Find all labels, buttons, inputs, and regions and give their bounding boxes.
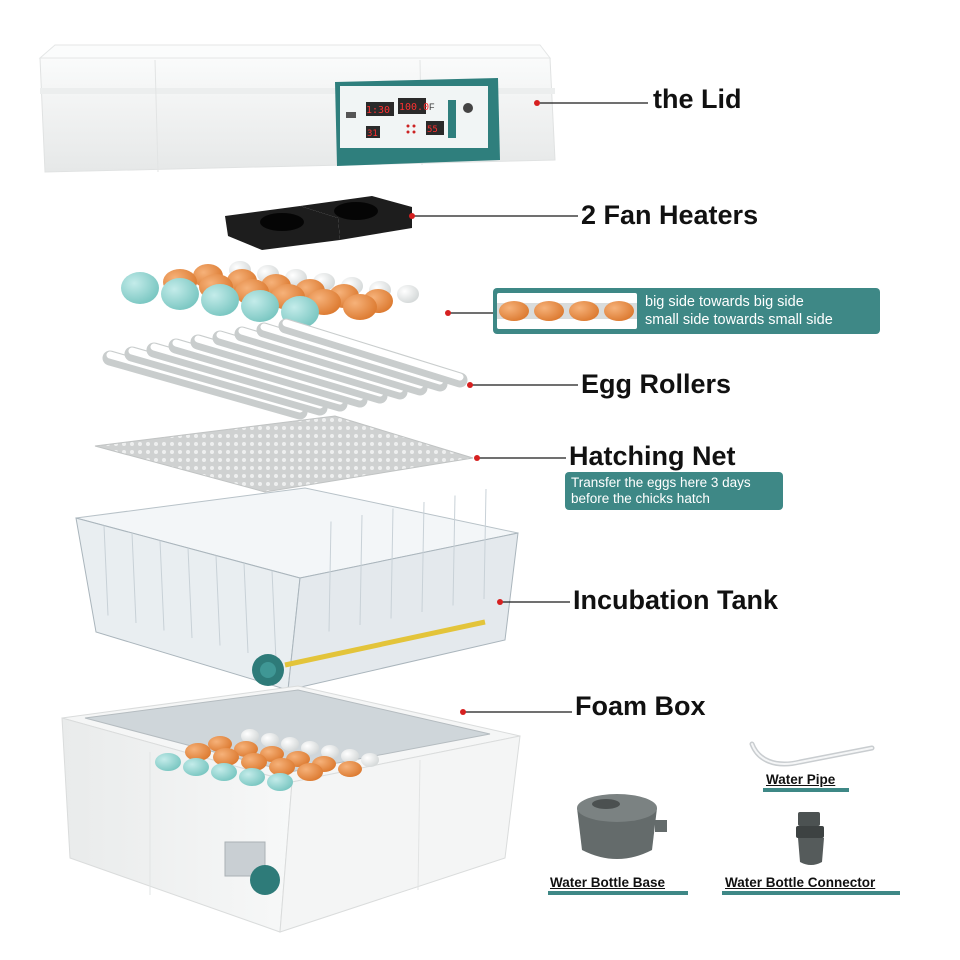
incubation-tank-illustration [75, 487, 519, 691]
egg [201, 284, 239, 316]
box-egg [211, 763, 237, 781]
water-bottle-base-illustration [577, 794, 667, 859]
egg [397, 285, 419, 303]
box-egg [338, 761, 362, 777]
box-egg [261, 733, 279, 747]
box-egg [297, 763, 323, 781]
tank-divider [103, 525, 109, 616]
lid-illustration: 1:30 100.0 F 31 55 [38, 44, 556, 173]
tank-divider [328, 521, 332, 632]
water-bottle-connector-underbar [722, 891, 900, 895]
box-egg [241, 729, 259, 743]
water-pipe-illustration [749, 741, 875, 767]
egg-orientation-line1: big side towards big side [645, 294, 804, 310]
egg-roller-highlight [282, 319, 464, 381]
tank-divider [483, 488, 487, 600]
tank-divider [243, 562, 249, 654]
egg [161, 278, 199, 310]
box-egg [241, 753, 267, 771]
water-bottle-base-underbar [548, 891, 688, 895]
fan-heaters-illustration [225, 196, 412, 250]
hatching-net-note-line2: before the chicks hatch [571, 491, 710, 506]
box-egg [185, 743, 211, 761]
water-pipe-underbar [763, 788, 849, 792]
egg-orientation-line2: small side towards small side [645, 312, 833, 328]
panel-display-3: 31 [367, 129, 378, 139]
control-panel [335, 78, 500, 166]
eggs-illustration [121, 261, 419, 328]
water-bottle-connector-illustration [796, 812, 824, 865]
box-egg [213, 748, 239, 766]
panel-display-2: 100.0 [399, 102, 429, 113]
egg [343, 294, 377, 320]
box-egg [321, 745, 339, 759]
box-egg [341, 749, 359, 763]
tank-divider [131, 532, 137, 624]
tank-divider [159, 540, 165, 631]
tank-divider [187, 547, 193, 639]
box-egg [267, 773, 293, 791]
box-egg [301, 741, 319, 755]
box-egg [183, 758, 209, 776]
hatching-net-illustration [94, 415, 474, 493]
label-foam-box: Foam Box [575, 691, 706, 721]
box-egg [155, 753, 181, 771]
box-egg [281, 737, 299, 751]
label-fan-heaters: 2 Fan Heaters [581, 200, 759, 230]
egg-orientation-callout: big side towards big side small side tow… [493, 288, 880, 334]
tank-divider [215, 555, 221, 646]
pointer-dots [409, 100, 540, 715]
hatching-net-note-line1: Transfer the eggs here 3 days [571, 475, 751, 490]
tank-divider [421, 501, 425, 613]
egg [121, 272, 159, 304]
hatching-net-note: Transfer the eggs here 3 days before the… [565, 472, 783, 510]
label-incubation-tank: Incubation Tank [573, 585, 779, 615]
tank-divider [359, 514, 363, 626]
egg-orientation-thumbnail [497, 293, 637, 329]
egg-rollers-illustration [102, 318, 468, 420]
pointer-lines [412, 102, 648, 713]
panel-display-1: 1:30 [366, 105, 390, 116]
box-egg [234, 741, 258, 757]
egg [241, 290, 279, 322]
panel-display-4: 55 [427, 125, 438, 135]
label-water-pipe: Water Pipe [766, 772, 836, 787]
panel-unit: F [429, 102, 435, 112]
box-egg [239, 768, 265, 786]
tank-divider [390, 508, 394, 619]
label-hatching-net: Hatching Net [569, 441, 736, 471]
box-egg [361, 753, 379, 767]
label-water-bottle-connector: Water Bottle Connector [725, 875, 876, 890]
label-egg-rollers: Egg Rollers [581, 369, 732, 399]
tank-divider [271, 570, 277, 661]
label-lid: the Lid [653, 84, 742, 114]
box-egg [269, 758, 295, 776]
label-water-bottle-base: Water Bottle Base [550, 875, 666, 890]
foam-box-illustration [61, 685, 521, 933]
tank-divider [452, 495, 456, 606]
box-egg [260, 746, 284, 762]
